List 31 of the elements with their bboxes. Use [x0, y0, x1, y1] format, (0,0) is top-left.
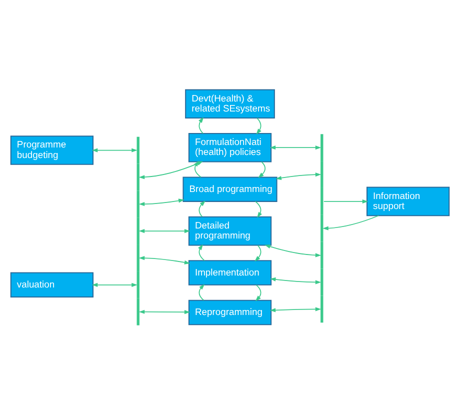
arrow [198, 116, 204, 134]
arrow [276, 172, 322, 180]
arrow [138, 309, 190, 314]
node-box: Devt(Health) & related SEsystems [185, 88, 275, 118]
arrow [322, 214, 379, 230]
arrow [255, 200, 262, 218]
arrow [264, 244, 322, 257]
arrow [255, 284, 262, 301]
node-box: Information support [366, 186, 450, 216]
arrow [138, 256, 190, 264]
arrow [198, 284, 205, 300]
arrow [138, 228, 190, 233]
arrow [92, 148, 138, 152]
arrow [138, 198, 184, 206]
arrow [258, 160, 266, 178]
node-box: valuation [10, 272, 94, 298]
arrow [198, 200, 206, 217]
arrow [323, 198, 368, 203]
arrow [198, 244, 205, 261]
node-box: Programme budgeting [10, 135, 94, 164]
arrow [270, 276, 322, 284]
arrow [270, 306, 322, 312]
node-box: Reprogramming [188, 299, 272, 325]
arrow [92, 282, 138, 286]
node-box: Detailed programming [188, 216, 272, 246]
arrow [254, 244, 262, 261]
node-box: Implementation [188, 260, 272, 285]
arrow [270, 145, 322, 150]
arrow [256, 117, 262, 134]
node-box: Broad programming [182, 176, 278, 202]
node-box: FormulationNati (health) policies [188, 132, 272, 162]
